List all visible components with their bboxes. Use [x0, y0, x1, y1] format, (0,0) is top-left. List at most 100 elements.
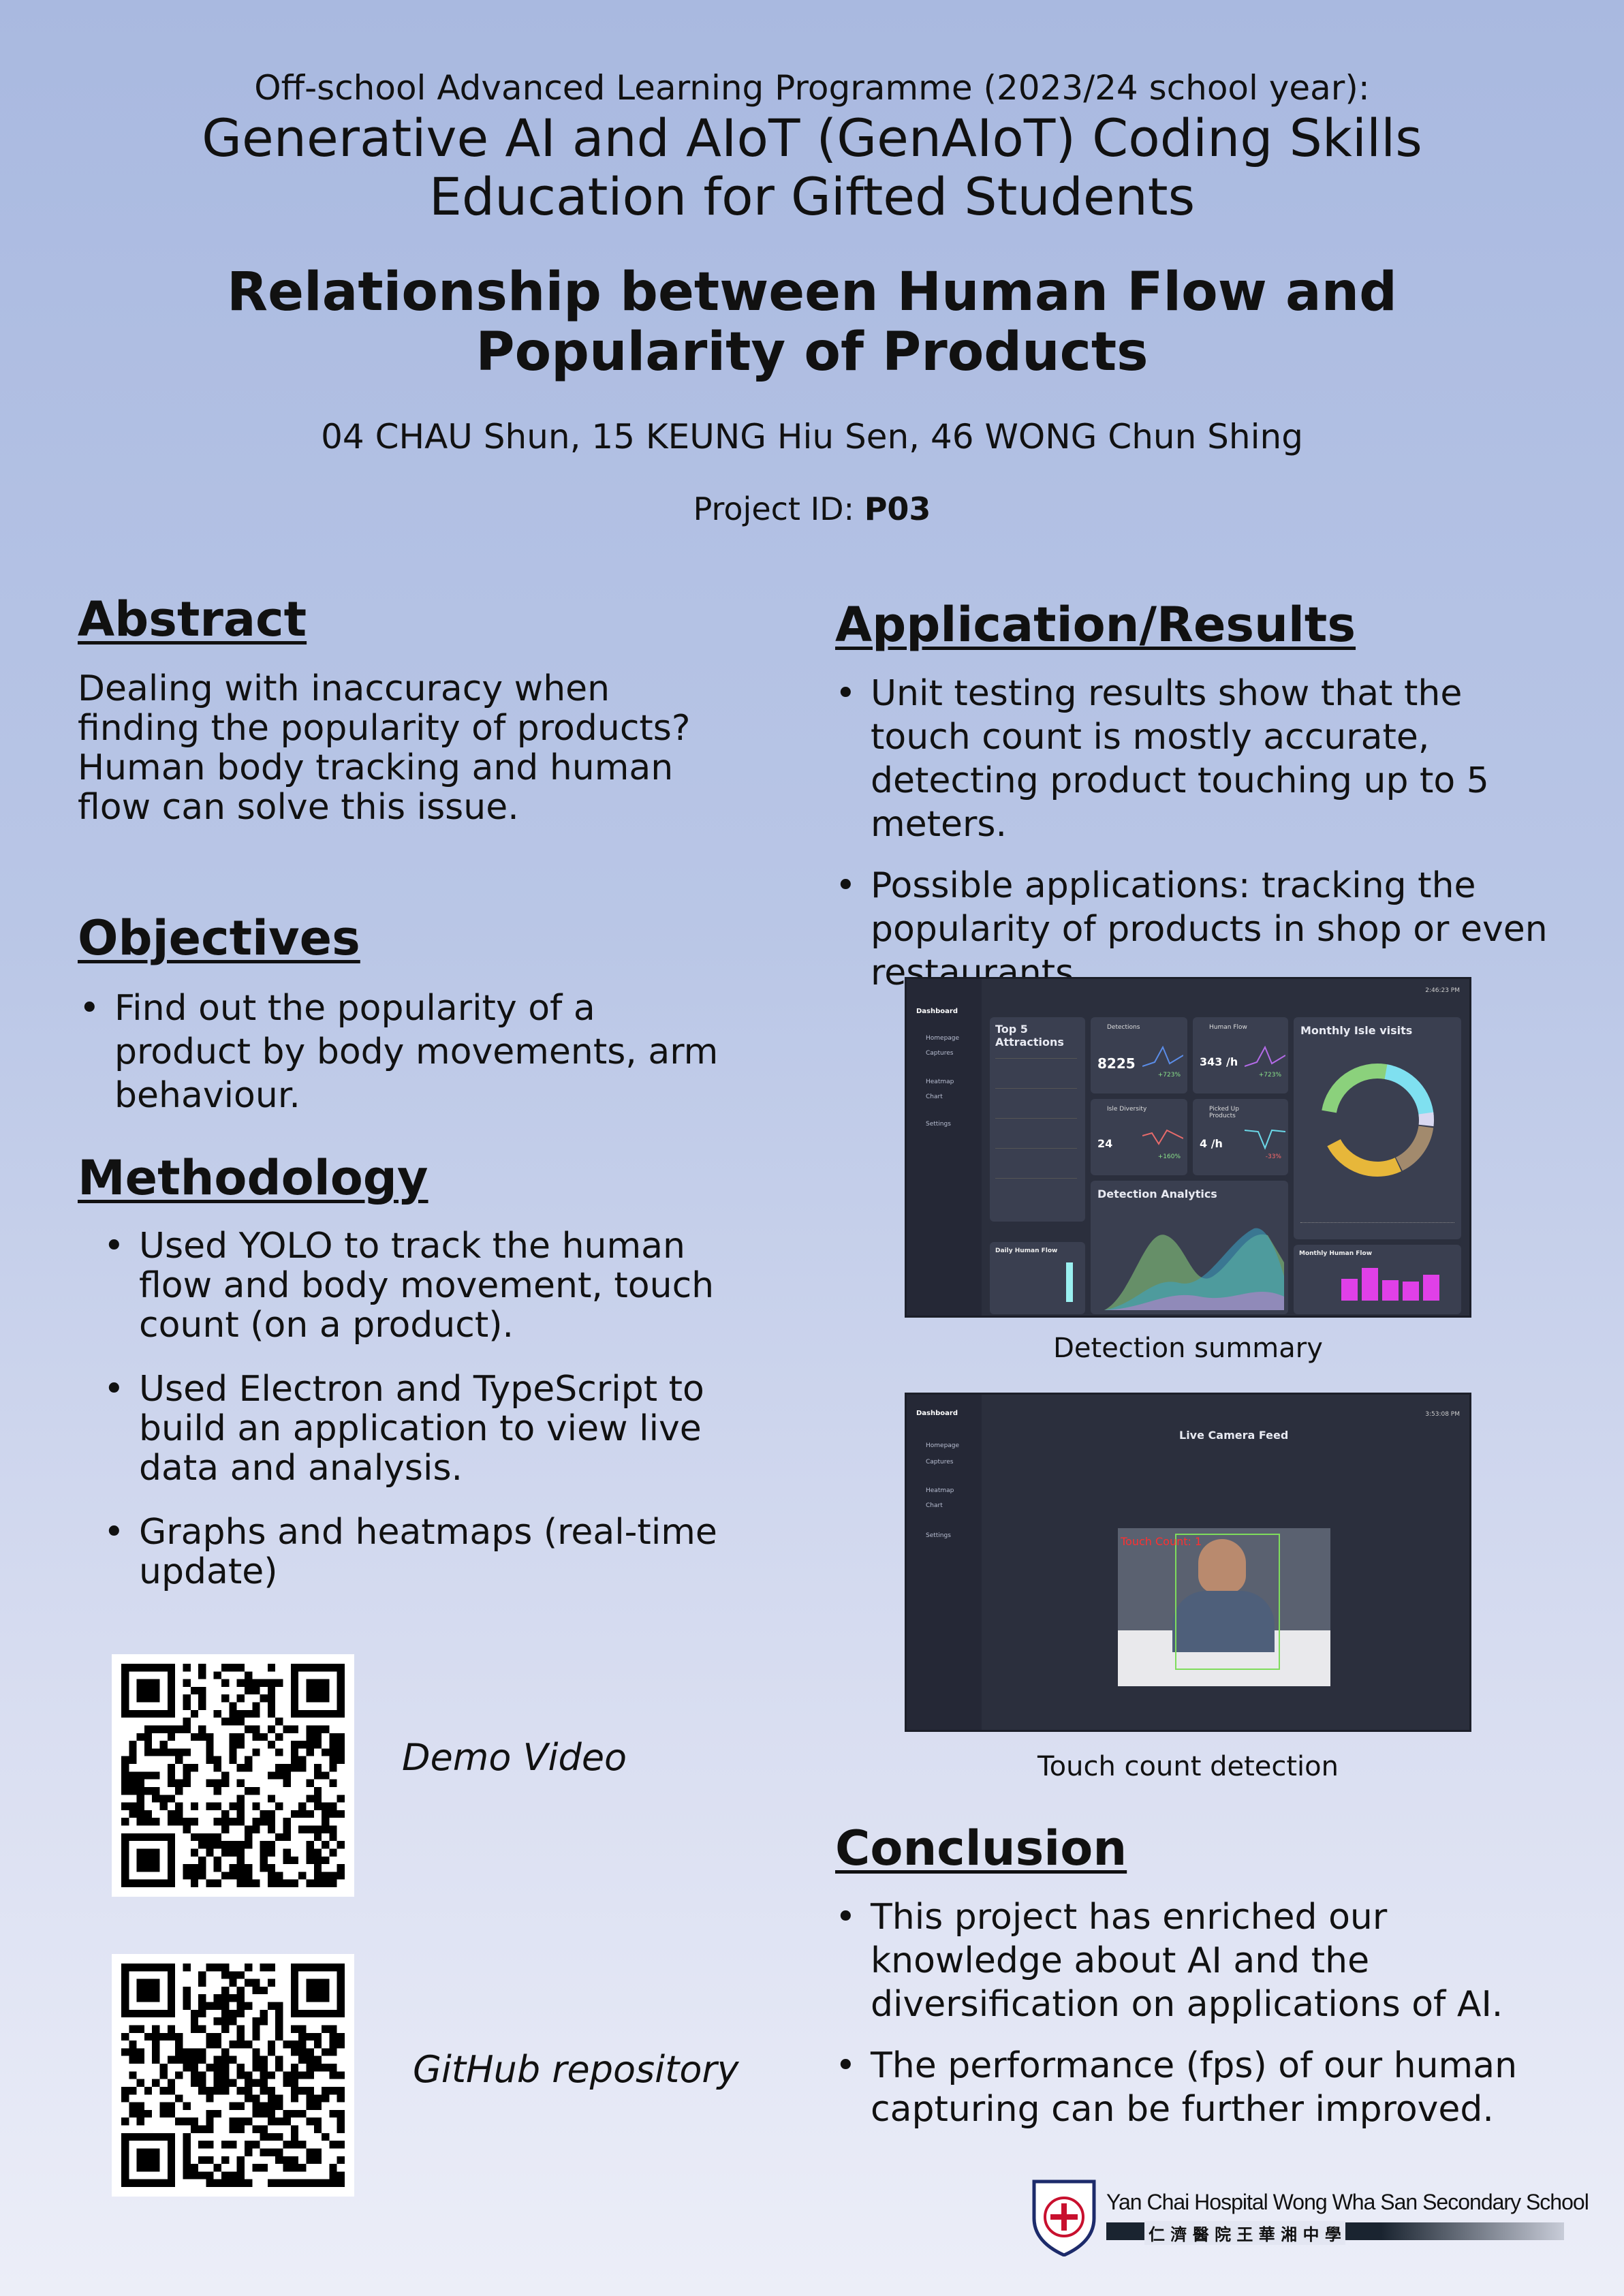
top5-title: Top 5 Attractions — [995, 1023, 1064, 1049]
conclusion-heading: Conclusion — [835, 1820, 1127, 1876]
sidebar-item-captures: Captures — [926, 1459, 954, 1465]
picked-up-card-title: Picked Up Products — [1209, 1106, 1239, 1119]
isle-diversity-card: Isle Diversity 24 +160% — [1091, 1099, 1187, 1175]
monthly-isle-visits-title: Monthly Isle visits — [1300, 1024, 1413, 1037]
authors: 04 CHAU Shun, 15 KEUNG Hiu Sen, 46 WONG … — [321, 417, 1303, 456]
detections-change: +723% — [1157, 1072, 1181, 1079]
school-name-zh: 仁 濟 醫 院 王 華 湘 中 學 — [1144, 2221, 1345, 2245]
detections-card: Detections 8225 +723% — [1091, 1017, 1187, 1093]
results-list: Unit testing results show that the touch… — [835, 672, 1565, 1012]
monthly-human-flow-bar — [1423, 1275, 1439, 1301]
picked-up-change: -33% — [1265, 1153, 1281, 1160]
picked-up-sparkline — [1245, 1129, 1285, 1150]
person-body — [1172, 1591, 1275, 1652]
sidebar-item-homepage: Homepage — [926, 1442, 960, 1449]
sidebar-item-heatmap: Heatmap — [926, 1487, 954, 1494]
top5-row — [995, 1178, 1077, 1203]
results-item: Unit testing results show that the touch… — [835, 672, 1565, 846]
live-camera-feed-title: Live Camera Feed — [1179, 1429, 1289, 1442]
detections-card-title: Detections — [1107, 1024, 1140, 1031]
demo-video-qr-code[interactable] — [112, 1654, 354, 1897]
sidebar-app-name: Dashboard — [916, 1008, 958, 1015]
abstract-text: Dealing with inaccuracy when finding the… — [78, 668, 691, 828]
monthly-human-flow-bar — [1382, 1280, 1399, 1301]
sidebar-app-name: Dashboard — [916, 1410, 958, 1417]
top5-row — [995, 1088, 1077, 1113]
project-id-label: Project ID: — [693, 491, 864, 527]
figure-1-caption: Detection summary — [1053, 1333, 1323, 1364]
school-crest-logo — [1029, 2177, 1099, 2257]
objectives-heading: Objectives — [78, 910, 360, 966]
picked-up-card: Picked Up Products 4 /h -33% — [1193, 1099, 1288, 1175]
top5-row — [995, 1148, 1077, 1173]
methodology-item: Used Electron and TypeScript to build an… — [104, 1369, 752, 1488]
sidebar-item-settings: Settings — [926, 1532, 951, 1539]
sidebar-item-chart: Chart — [926, 1093, 943, 1100]
human-flow-card-title: Human Flow — [1209, 1024, 1247, 1031]
person-head — [1198, 1539, 1246, 1594]
conclusion-item: This project has enriched our knowledge … — [835, 1895, 1579, 2026]
isle-visits-legend — [1300, 1222, 1454, 1230]
detection-analytics-area-chart — [1104, 1228, 1284, 1310]
monthly-human-flow-bar — [1403, 1282, 1419, 1301]
touch-count-label: Touch Count: 1 — [1121, 1535, 1202, 1548]
top5-card: Top 5 Attractions — [990, 1017, 1085, 1222]
project-title: Relationship between Human Flow and Popu… — [0, 262, 1624, 382]
github-qr-code[interactable] — [112, 1954, 354, 2197]
detection-box — [1175, 1534, 1280, 1670]
course-title-line-2: Education for Gifted Students — [428, 166, 1196, 227]
sidebar-item-homepage: Homepage — [926, 1035, 960, 1042]
methodology-heading: Methodology — [78, 1150, 428, 1206]
monthly-human-flow-bar — [1341, 1279, 1358, 1301]
dashboard-sidebar: Dashboard Homepage Captures Heatmap Char… — [907, 979, 982, 1316]
detection-analytics-title: Detection Analytics — [1097, 1188, 1217, 1200]
dashboard-clock: 2:46:23 PM — [1425, 987, 1460, 994]
course-title: Generative AI and AIoT (GenAIoT) Coding … — [0, 109, 1624, 226]
results-heading: Application/Results — [835, 597, 1356, 653]
daily-human-flow-card: Daily Human Flow — [990, 1242, 1085, 1314]
picked-up-value: 4 /h — [1200, 1137, 1223, 1150]
methodology-item: Graphs and heatmaps (real-time update) — [104, 1512, 752, 1592]
daily-human-flow-title: Daily Human Flow — [995, 1247, 1058, 1254]
figure-2-caption: Touch count detection — [1037, 1751, 1339, 1782]
sidebar-item-captures: Captures — [926, 1050, 954, 1057]
dashboard-sidebar: Dashboard Homepage Captures Heatmap Char… — [907, 1395, 982, 1730]
sidebar-item-chart: Chart — [926, 1502, 943, 1509]
qr-code-modules — [121, 1964, 345, 2187]
school-name-bar: 仁 濟 醫 院 王 華 湘 中 學 — [1106, 2221, 1564, 2245]
detection-analytics-card: Detection Analytics — [1091, 1181, 1288, 1314]
human-flow-change: +723% — [1258, 1072, 1281, 1079]
isle-diversity-sparkline — [1142, 1129, 1183, 1145]
github-repository-label: GitHub repository — [413, 2048, 739, 2091]
results-item: Possible applications: tracking the popu… — [835, 864, 1565, 995]
objective-item: Find out the popularity of a product by … — [79, 987, 728, 1117]
monthly-human-flow-title: Monthly Human Flow — [1299, 1250, 1373, 1257]
touch-count-screenshot: Dashboard Homepage Captures Heatmap Char… — [905, 1393, 1471, 1732]
isle-visits-donut-chart — [1320, 1063, 1434, 1177]
camera-frame: Touch Count: 1 — [1118, 1528, 1330, 1686]
project-title-line-1: Relationship between Human Flow and — [227, 262, 1397, 323]
methodology-item: Used YOLO to track the human flow and bo… — [104, 1226, 752, 1345]
dashboard-clock: 3:53:08 PM — [1425, 1411, 1460, 1418]
qr-code-modules — [121, 1664, 345, 1887]
conclusion-list: This project has enriched our knowledge … — [835, 1895, 1579, 2149]
monthly-human-flow-bar — [1362, 1268, 1378, 1301]
project-id: Project ID: P03 — [0, 491, 1624, 527]
project-title-line-2: Popularity of Products — [475, 322, 1149, 383]
human-flow-sparkline — [1245, 1045, 1285, 1067]
monthly-isle-visits-card: Monthly Isle visits — [1294, 1017, 1461, 1239]
conclusion-item: The performance (fps) of our human captu… — [835, 2044, 1579, 2131]
school-name-en: Yan Chai Hospital Wong Wha San Secondary… — [1106, 2190, 1589, 2214]
human-flow-value: 343 /h — [1200, 1055, 1238, 1068]
human-flow-card: Human Flow 343 /h +723% — [1193, 1017, 1288, 1093]
project-id-value: P03 — [864, 491, 931, 527]
monthly-human-flow-card: Monthly Human Flow — [1294, 1245, 1461, 1314]
detections-sparkline — [1142, 1045, 1183, 1067]
isle-diversity-value: 24 — [1097, 1137, 1113, 1150]
detections-value: 8225 — [1097, 1055, 1136, 1072]
detection-summary-screenshot: Dashboard Homepage Captures Heatmap Char… — [905, 977, 1471, 1318]
top5-row — [995, 1058, 1077, 1083]
objectives-list: Find out the popularity of a product by … — [79, 987, 728, 1135]
isle-diversity-card-title: Isle Diversity — [1107, 1106, 1147, 1113]
programme-line: Off-school Advanced Learning Programme (… — [254, 68, 1370, 108]
